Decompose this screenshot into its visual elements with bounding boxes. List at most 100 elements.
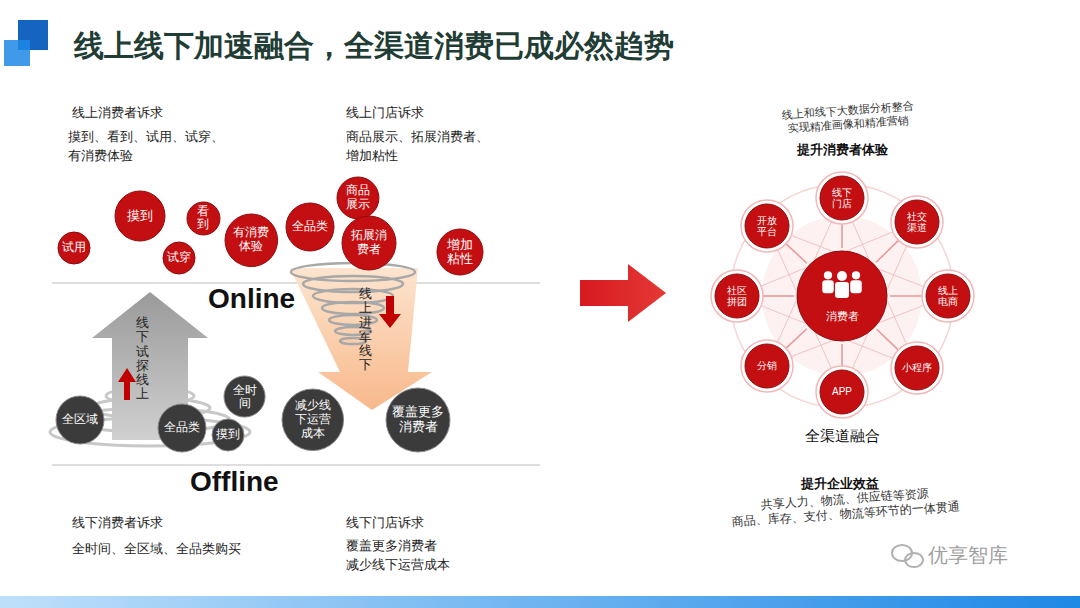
channel-circle: 社区拼团 [714, 273, 760, 319]
node-circle [895, 200, 939, 244]
node-text: 消费者 [826, 310, 859, 323]
node-text: 拓展消费者 [349, 229, 389, 257]
divider-line [52, 283, 540, 284]
node-ring [816, 366, 868, 418]
divider-line [52, 465, 540, 466]
text-line: 有消费体验 [68, 147, 224, 166]
text-stack: 消费者 [826, 310, 859, 323]
node-text: 全时间 [232, 384, 258, 410]
text-stack: 商品展示 [345, 184, 371, 212]
node-ring [891, 342, 943, 394]
text-stack: 全品类 [164, 421, 200, 435]
spoke-line [785, 329, 807, 349]
benefit-heading: 提升消费者体验 [797, 142, 888, 159]
category-circle: 全品类 [157, 403, 207, 453]
node-shape [796, 250, 888, 342]
spoke-line [762, 295, 794, 297]
text-stack: 看到 [197, 205, 209, 231]
text-stack: 拓展消费者 [349, 229, 389, 257]
zone-title: Online [208, 282, 295, 316]
node-text: APP [832, 386, 852, 398]
node-circle [337, 177, 379, 219]
node-circle [745, 204, 789, 248]
node-text: 社区拼团 [724, 285, 750, 308]
coverage-circle: 覆盖更多消费者 [385, 387, 451, 453]
node-text: 线上电商 [935, 285, 961, 308]
section-body: 摸到、看到、试用、试穿、 有消费体验 [68, 128, 224, 167]
spoke-line [785, 243, 807, 263]
node-ring [741, 200, 793, 252]
slide-title: 线上线下加速融合，全渠道消费已成必然趋势 [74, 26, 674, 65]
touch-circle: 摸到 [114, 190, 166, 242]
text-stack: 摸到 [216, 428, 240, 441]
text-stack: 全品类 [292, 220, 328, 234]
footer-bar [0, 596, 1080, 608]
section-heading: 线上消费者诉求 [72, 103, 163, 123]
node-circle [187, 202, 220, 235]
node-circle [342, 216, 396, 270]
small-down-arrow [379, 296, 401, 328]
section-body: 商品展示、拓展消费者、 增加粘性 [346, 128, 489, 167]
text-stack: 小程序 [902, 362, 932, 374]
text-stack: 摸到 [127, 209, 153, 224]
node-ring [891, 196, 943, 248]
node-circle [895, 346, 939, 390]
node-circle [715, 274, 759, 318]
node-text: 摸到 [216, 428, 240, 441]
node-circle [820, 176, 864, 220]
node-circle [212, 419, 244, 451]
node-circle [386, 388, 450, 452]
text-stack: 全区域 [62, 413, 98, 427]
channel-circle: 线下门店 [819, 175, 865, 221]
touch-circle: 摸到 [211, 418, 245, 452]
arc-note: 共享人力、物流、供应链等资源 商品、库存、支付、物流等环节的一体贯通 [730, 484, 960, 530]
spoke-line [877, 329, 899, 350]
channel-circle: 小程序 [894, 345, 940, 391]
spoke-line [890, 295, 923, 297]
node-text: 看到 [197, 205, 209, 231]
text-stack: 增加粘性 [446, 238, 474, 267]
text-stack: 社交渠道 [904, 211, 930, 234]
tryon-circle: 试穿 [162, 241, 196, 275]
text-line: 商品展示、拓展消费者、 [346, 128, 489, 147]
text-stack: 线下门店 [829, 187, 855, 210]
see-circle: 看到 [186, 201, 221, 236]
node-text: 覆盖更多消费者 [392, 405, 444, 435]
arc-note: 线上和线下大数据分析整合 实现精准画像和精准营销 [781, 99, 915, 136]
text-stack: 试用 [62, 241, 86, 255]
hub-caption: 全渠道融合 [805, 426, 880, 446]
node-circle [820, 370, 864, 414]
node-text: 减少线下运营成本 [293, 399, 333, 440]
text-line: 摸到、看到、试用、试穿、 [68, 128, 224, 147]
section-body: 全时间、全区域、全品类购买 [72, 540, 241, 559]
funnel [291, 263, 415, 344]
channel-circle: 分销 [744, 343, 790, 389]
category-circle: 全品类 [285, 202, 335, 252]
section-heading: 线下门店诉求 [346, 513, 424, 533]
node-circle [437, 229, 483, 275]
display-circle: 商品展示 [336, 176, 380, 220]
funnel-caption: 线上进军线下 [359, 287, 372, 373]
text-stack: 分销 [757, 360, 777, 372]
node-circle [115, 191, 165, 241]
node-text: 有消费体验 [231, 226, 271, 254]
node-text: 社交渠道 [904, 211, 930, 234]
node-text: 全品类 [292, 220, 328, 234]
text-stack: APP [832, 386, 852, 398]
text-line: 减少线下运营成本 [346, 556, 450, 575]
node-circle [225, 214, 278, 267]
text-line: 覆盖更多消费者 [346, 537, 450, 556]
text-stack: 开放平台 [754, 215, 780, 238]
node-text: 试用 [62, 241, 86, 255]
channel-circle: APP [819, 369, 865, 415]
node-text: 全品类 [164, 421, 200, 435]
spoke-line [876, 240, 899, 263]
transition-arrow [580, 264, 666, 322]
section-heading: 线下消费者诉求 [72, 513, 163, 533]
node-text: 全区域 [62, 413, 98, 427]
node-text: 开放平台 [754, 215, 780, 238]
section-body: 覆盖更多消费者 减少线下运营成本 [346, 537, 450, 576]
node-ring [922, 270, 974, 322]
text-stack: 有消费体验 [231, 226, 271, 254]
channel-circle: 社交渠道 [894, 199, 940, 245]
